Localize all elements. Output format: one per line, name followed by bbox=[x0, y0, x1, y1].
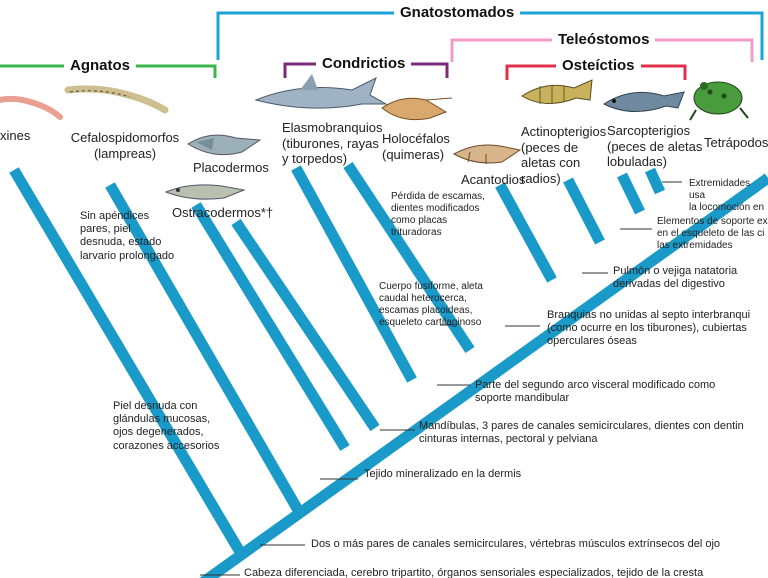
char-pulmon: Pulmón o vejiga natatoria derivadas del … bbox=[613, 265, 738, 291]
coelacanth-icon bbox=[602, 91, 685, 113]
taxon-label-tetrapodos: Tetrápodos bbox=[704, 135, 768, 150]
char-mandibulas: Mandíbulas, 3 pares de canales semicircu… bbox=[419, 420, 744, 446]
char-perdida-escamas: Pérdida de escamas, dientes modificados … bbox=[391, 191, 485, 238]
chimaera-icon bbox=[381, 97, 453, 121]
group-label-gnatostomados: Gnatostomados bbox=[394, 4, 521, 22]
char-extremidades: Extremidades usa la locomoción en bbox=[689, 178, 765, 213]
taxon-label-ostracodermos: Ostracodermos*† bbox=[172, 205, 274, 220]
ostracoderm-icon bbox=[164, 184, 246, 200]
char-segundo-arco: Parte del segundo arco visceral modifica… bbox=[475, 379, 716, 405]
branch-cefalospidomorfos bbox=[105, 182, 303, 513]
taxon-label-placodermos: Placodermos bbox=[193, 160, 269, 175]
taxon-label-acantodios: Acantodios bbox=[461, 172, 526, 187]
char-sin-apendices: Sin apéndices pares, piel desnuda, estad… bbox=[80, 210, 175, 262]
group-label-osteictios: Osteíctios bbox=[556, 57, 641, 75]
char-dos-o-mas: Dos o más pares de canales semicirculare… bbox=[311, 538, 721, 550]
group-label-teleostomos: Teleóstomos bbox=[552, 31, 656, 49]
branch-acantodios bbox=[495, 182, 557, 283]
branch-holocefalos bbox=[343, 161, 475, 354]
pointer-lines bbox=[200, 181, 682, 576]
taxon-label-mixines: xines bbox=[0, 128, 31, 143]
char-branquias: Branquias no unidas al septo interbranqu… bbox=[547, 309, 751, 348]
branch-actinopterigios bbox=[563, 177, 605, 245]
branch-mixines bbox=[9, 167, 245, 555]
frog-icon bbox=[689, 81, 749, 121]
group-label-condrictios: Condrictios bbox=[316, 55, 412, 73]
tree-branches bbox=[9, 161, 768, 578]
char-elementos-soporte: Elementos de soporte ex en el esqueleto … bbox=[657, 216, 768, 251]
taxon-label-cefalospidomorfos: Cefalospidomorfos (lampreas) bbox=[70, 130, 180, 161]
taxon-label-holocefalos: Holocéfalos (quimeras) bbox=[382, 131, 450, 162]
taxon-label-elasmobranquios: Elasmobranquios (tiburones, rayas y torp… bbox=[282, 120, 383, 167]
shark-icon bbox=[254, 74, 388, 109]
char-cabeza: Cabeza diferenciada, cerebro tripartito,… bbox=[244, 567, 704, 578]
branch-placodermos bbox=[191, 202, 350, 451]
branch-ostracodermos bbox=[231, 218, 380, 432]
branch-tetrapodos bbox=[644, 167, 666, 195]
perch-icon bbox=[521, 79, 593, 104]
taxon-label-actinopterigios: Actinopterigios (peces de aletas con rad… bbox=[521, 124, 607, 186]
char-cuerpo-fusiforme: Cuerpo fusiforme, aleta caudal heterocer… bbox=[379, 281, 483, 328]
trunk bbox=[199, 173, 768, 578]
acanthodian-icon bbox=[452, 144, 522, 164]
char-piel-desnuda: Piel desnuda con glándulas mucosas, ojos… bbox=[113, 400, 220, 452]
taxon-label-sarcopterigios: Sarcopterigios (peces de aletas lobulada… bbox=[607, 123, 703, 170]
group-label-agnatos: Agnatos bbox=[64, 57, 136, 75]
placoderm-icon bbox=[187, 134, 262, 156]
branch-condrictios bbox=[291, 165, 417, 383]
hagfish-icon bbox=[0, 95, 63, 120]
char-tejido-mineralizado: Tejido mineralizado en la dermis bbox=[364, 468, 522, 480]
lamprey-icon bbox=[64, 85, 169, 114]
branch-sarcopterigios bbox=[617, 172, 645, 215]
